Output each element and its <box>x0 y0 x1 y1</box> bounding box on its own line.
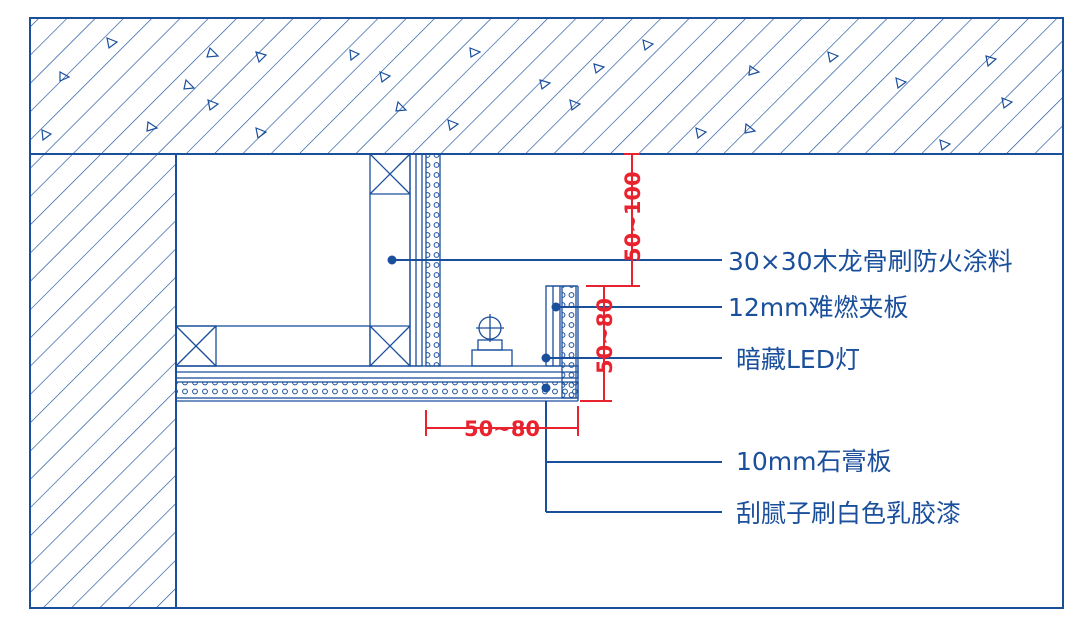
left-wall <box>29 153 177 609</box>
led-fixture <box>471 314 513 367</box>
dimension-lines <box>425 153 640 436</box>
label-gypsum-board: 10mm石膏板 <box>736 447 892 476</box>
dimension-side-height: 50~80 <box>593 298 617 374</box>
dimension-bottom-width: 50~80 <box>464 417 540 441</box>
side-return-layers <box>545 285 579 401</box>
concrete-slab <box>29 17 1064 155</box>
ceiling-board-layers <box>175 365 579 402</box>
label-paint-finish: 刮腻子刷白色乳胶漆 <box>736 499 961 528</box>
aggregate-marks <box>41 37 1014 152</box>
label-fireproof-board: 12mm难燃夹板 <box>728 293 909 322</box>
wood-keel-horizontal <box>175 325 371 367</box>
label-wood-keel: 30×30木龙骨刷防火涂料 <box>728 247 1013 276</box>
label-hidden-led: 暗藏LED灯 <box>736 345 860 374</box>
leader-lines <box>387 255 722 513</box>
dimension-top-gap: 50~100 <box>621 171 645 262</box>
